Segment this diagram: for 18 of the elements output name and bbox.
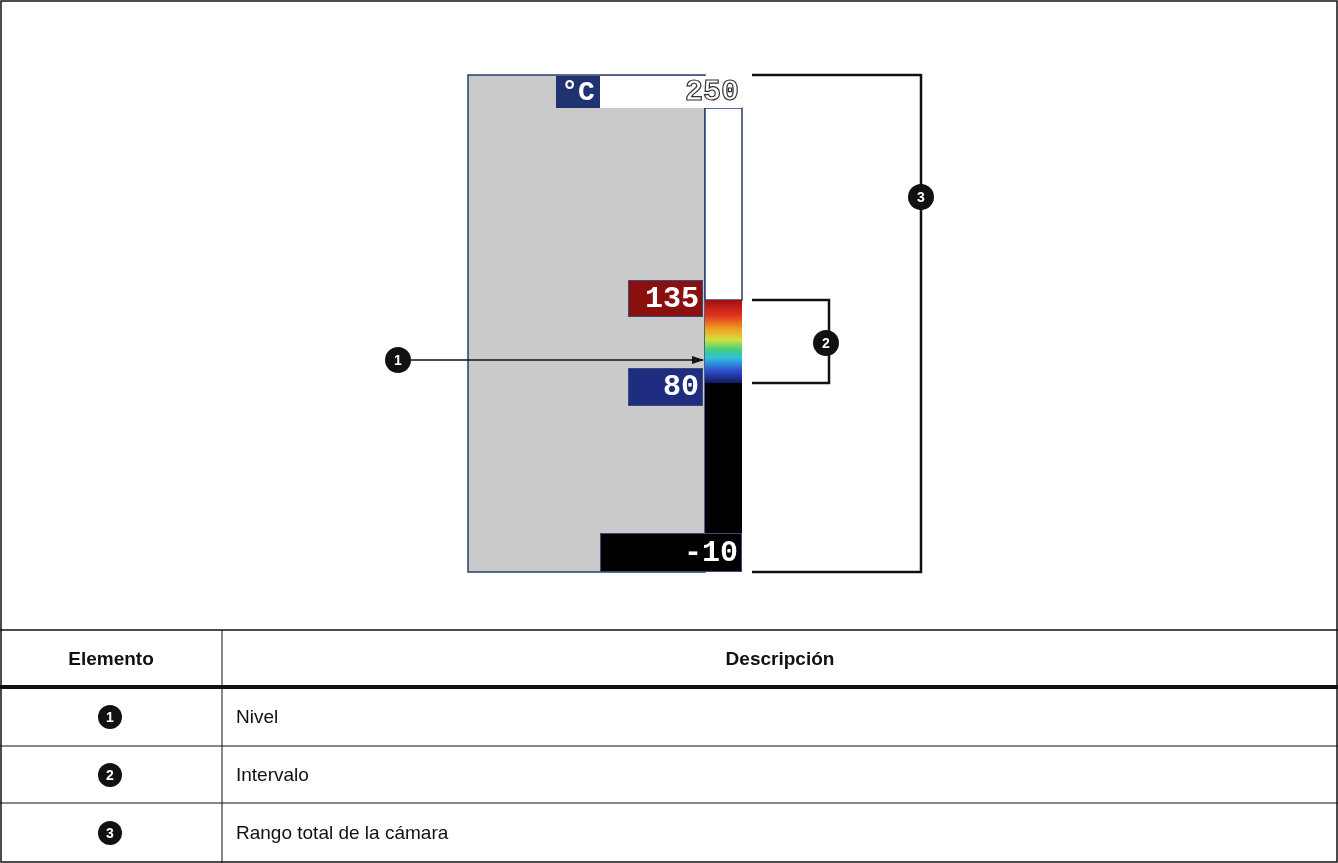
temperature-readout: 250 xyxy=(600,76,742,108)
unit-label: °C xyxy=(556,76,600,108)
column-header: Elemento xyxy=(67,646,155,671)
callout-number: 1 xyxy=(385,347,411,373)
temperature-readout: -10 xyxy=(600,533,742,572)
callout-number: 2 xyxy=(98,763,122,787)
table-cell-text: Rango total de la cámara xyxy=(236,821,450,845)
callout-number: 1 xyxy=(98,705,122,729)
temperature-readout: 135 xyxy=(628,280,703,317)
table-cell-text: Intervalo xyxy=(236,762,310,787)
color-bar xyxy=(705,300,742,383)
callout-number: 3 xyxy=(98,821,122,845)
callout-number: 3 xyxy=(908,184,934,210)
callout-number: 2 xyxy=(813,330,839,356)
column-header: Descripción xyxy=(724,646,836,671)
temperature-readout: 80 xyxy=(628,368,703,406)
leader-line xyxy=(410,356,704,364)
table-cell-text: Nivel xyxy=(236,705,280,729)
